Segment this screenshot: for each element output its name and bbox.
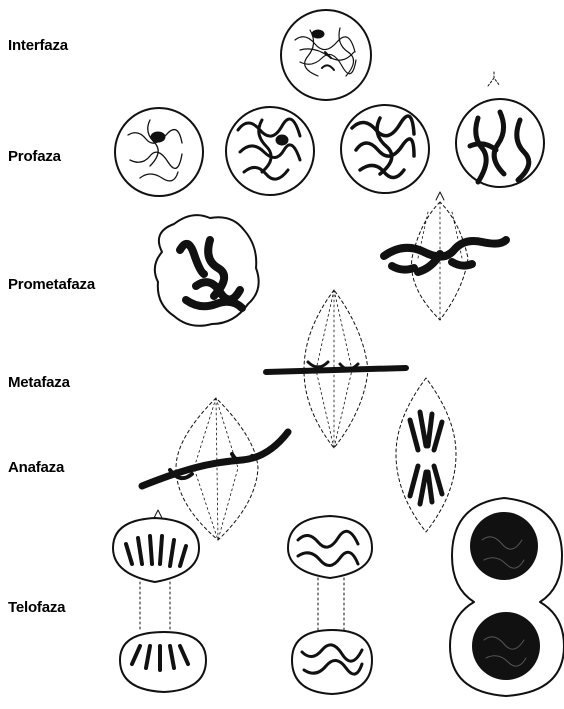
- prometaphase-cell-2: [384, 192, 506, 320]
- telophase-cell-3: [450, 498, 564, 696]
- telophase-cell-2: [288, 516, 372, 694]
- interphase-cell: [281, 10, 371, 100]
- prophase-cell-2: [226, 107, 314, 195]
- prophase-cell-4: [456, 72, 544, 187]
- anaphase-spindle-early: [396, 378, 456, 532]
- prophase-cell-1: [115, 108, 203, 196]
- prophase-cell-3: [341, 105, 429, 193]
- prometaphase-cell-1: [155, 215, 259, 326]
- telophase-cell-1: [113, 510, 206, 692]
- metaphase-spindle: [266, 290, 406, 448]
